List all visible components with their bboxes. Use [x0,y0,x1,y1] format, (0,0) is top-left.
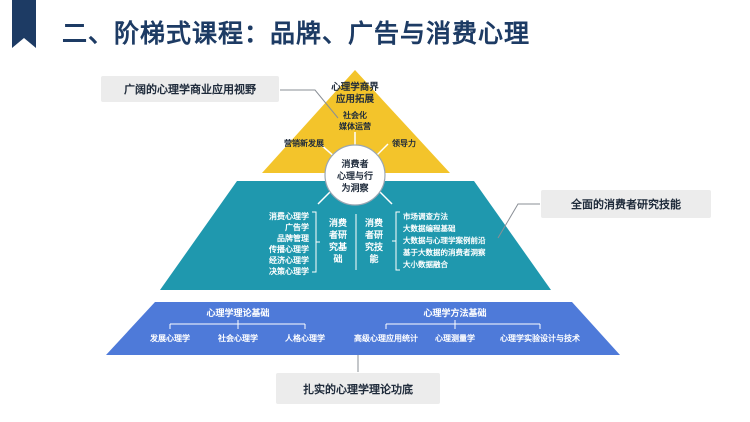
methods-item-1: 高级心理应用统计 [354,333,418,343]
research-skills-1: 消费 [365,217,383,229]
methods-item-3: 心理学实验设计与技术 [500,333,580,343]
research-basics-3: 究基 [329,241,348,253]
left-list-item-3: 品牌管理 [277,233,309,243]
bookmark-icon [12,0,36,48]
research-skills-3: 究技 [365,241,384,253]
research-basics-2: 者研 [328,229,347,241]
methods-title: 心理学方法基础 [423,307,486,319]
research-skills-2: 者研 [364,229,383,241]
page-title: 二、阶梯式课程：品牌、广告与消费心理 [62,19,531,48]
left-list-item-2: 广告学 [285,222,309,232]
research-basics-4: 础 [333,253,342,265]
top-center-line2: 媒体运营 [338,121,371,131]
bracket-right-list [392,211,400,271]
right-list-item-4: 基于大数据的消费者洞察 [402,247,486,257]
right-list-item-1: 市场调查方法 [403,211,448,221]
right-list-item-2: 大数据编程基础 [403,223,456,233]
spoke-bottom-left [317,189,333,205]
theory-item-1: 发展心理学 [149,333,190,343]
research-skills-4: 能 [369,253,378,265]
theory-title: 心理学理论基础 [206,307,269,319]
core-line1: 消费者 [341,158,368,170]
right-list-item-5: 大小数据融合 [403,259,448,269]
left-list-item-6: 决策心理学 [269,266,309,276]
methods-tree-lines [385,320,541,329]
spoke-bottom-right [377,189,393,205]
left-list-item-5: 经济心理学 [269,255,309,265]
connector-top [280,89,339,119]
left-list-item-4: 传播心理学 [268,244,309,254]
methods-item-2: 心理测量学 [435,333,475,343]
callout-middle: 全面的消费者研究技能 [541,190,711,218]
left-list-item-1: 消费心理学 [269,211,309,221]
top-right-item: 领导力 [392,138,416,148]
right-list-item-3: 大数据与心理学案例前沿 [403,235,486,245]
bracket-left-list [312,211,320,273]
theory-item-2: 社会心理学 [217,333,258,343]
core-circle [324,144,386,206]
top-left-item: 营销新发展 [284,138,324,148]
top-tier [262,70,450,173]
callout-top: 广阔的心理学商业应用视野 [101,76,279,102]
research-basics-1: 消费 [329,217,347,229]
core-line3: 为洞察 [341,182,369,194]
top-title-line2: 应用拓展 [336,93,375,105]
callout-bottom: 扎实的心理学理论功底 [276,373,440,404]
top-center-line1: 社会化 [342,110,367,120]
connector-middle [497,203,540,239]
core-line2: 心理与行 [337,170,373,182]
theory-item-3: 人格心理学 [285,333,325,343]
top-title-line1: 心理学商界 [331,81,379,93]
bottom-tier [106,302,620,355]
theory-tree-lines [169,320,306,329]
